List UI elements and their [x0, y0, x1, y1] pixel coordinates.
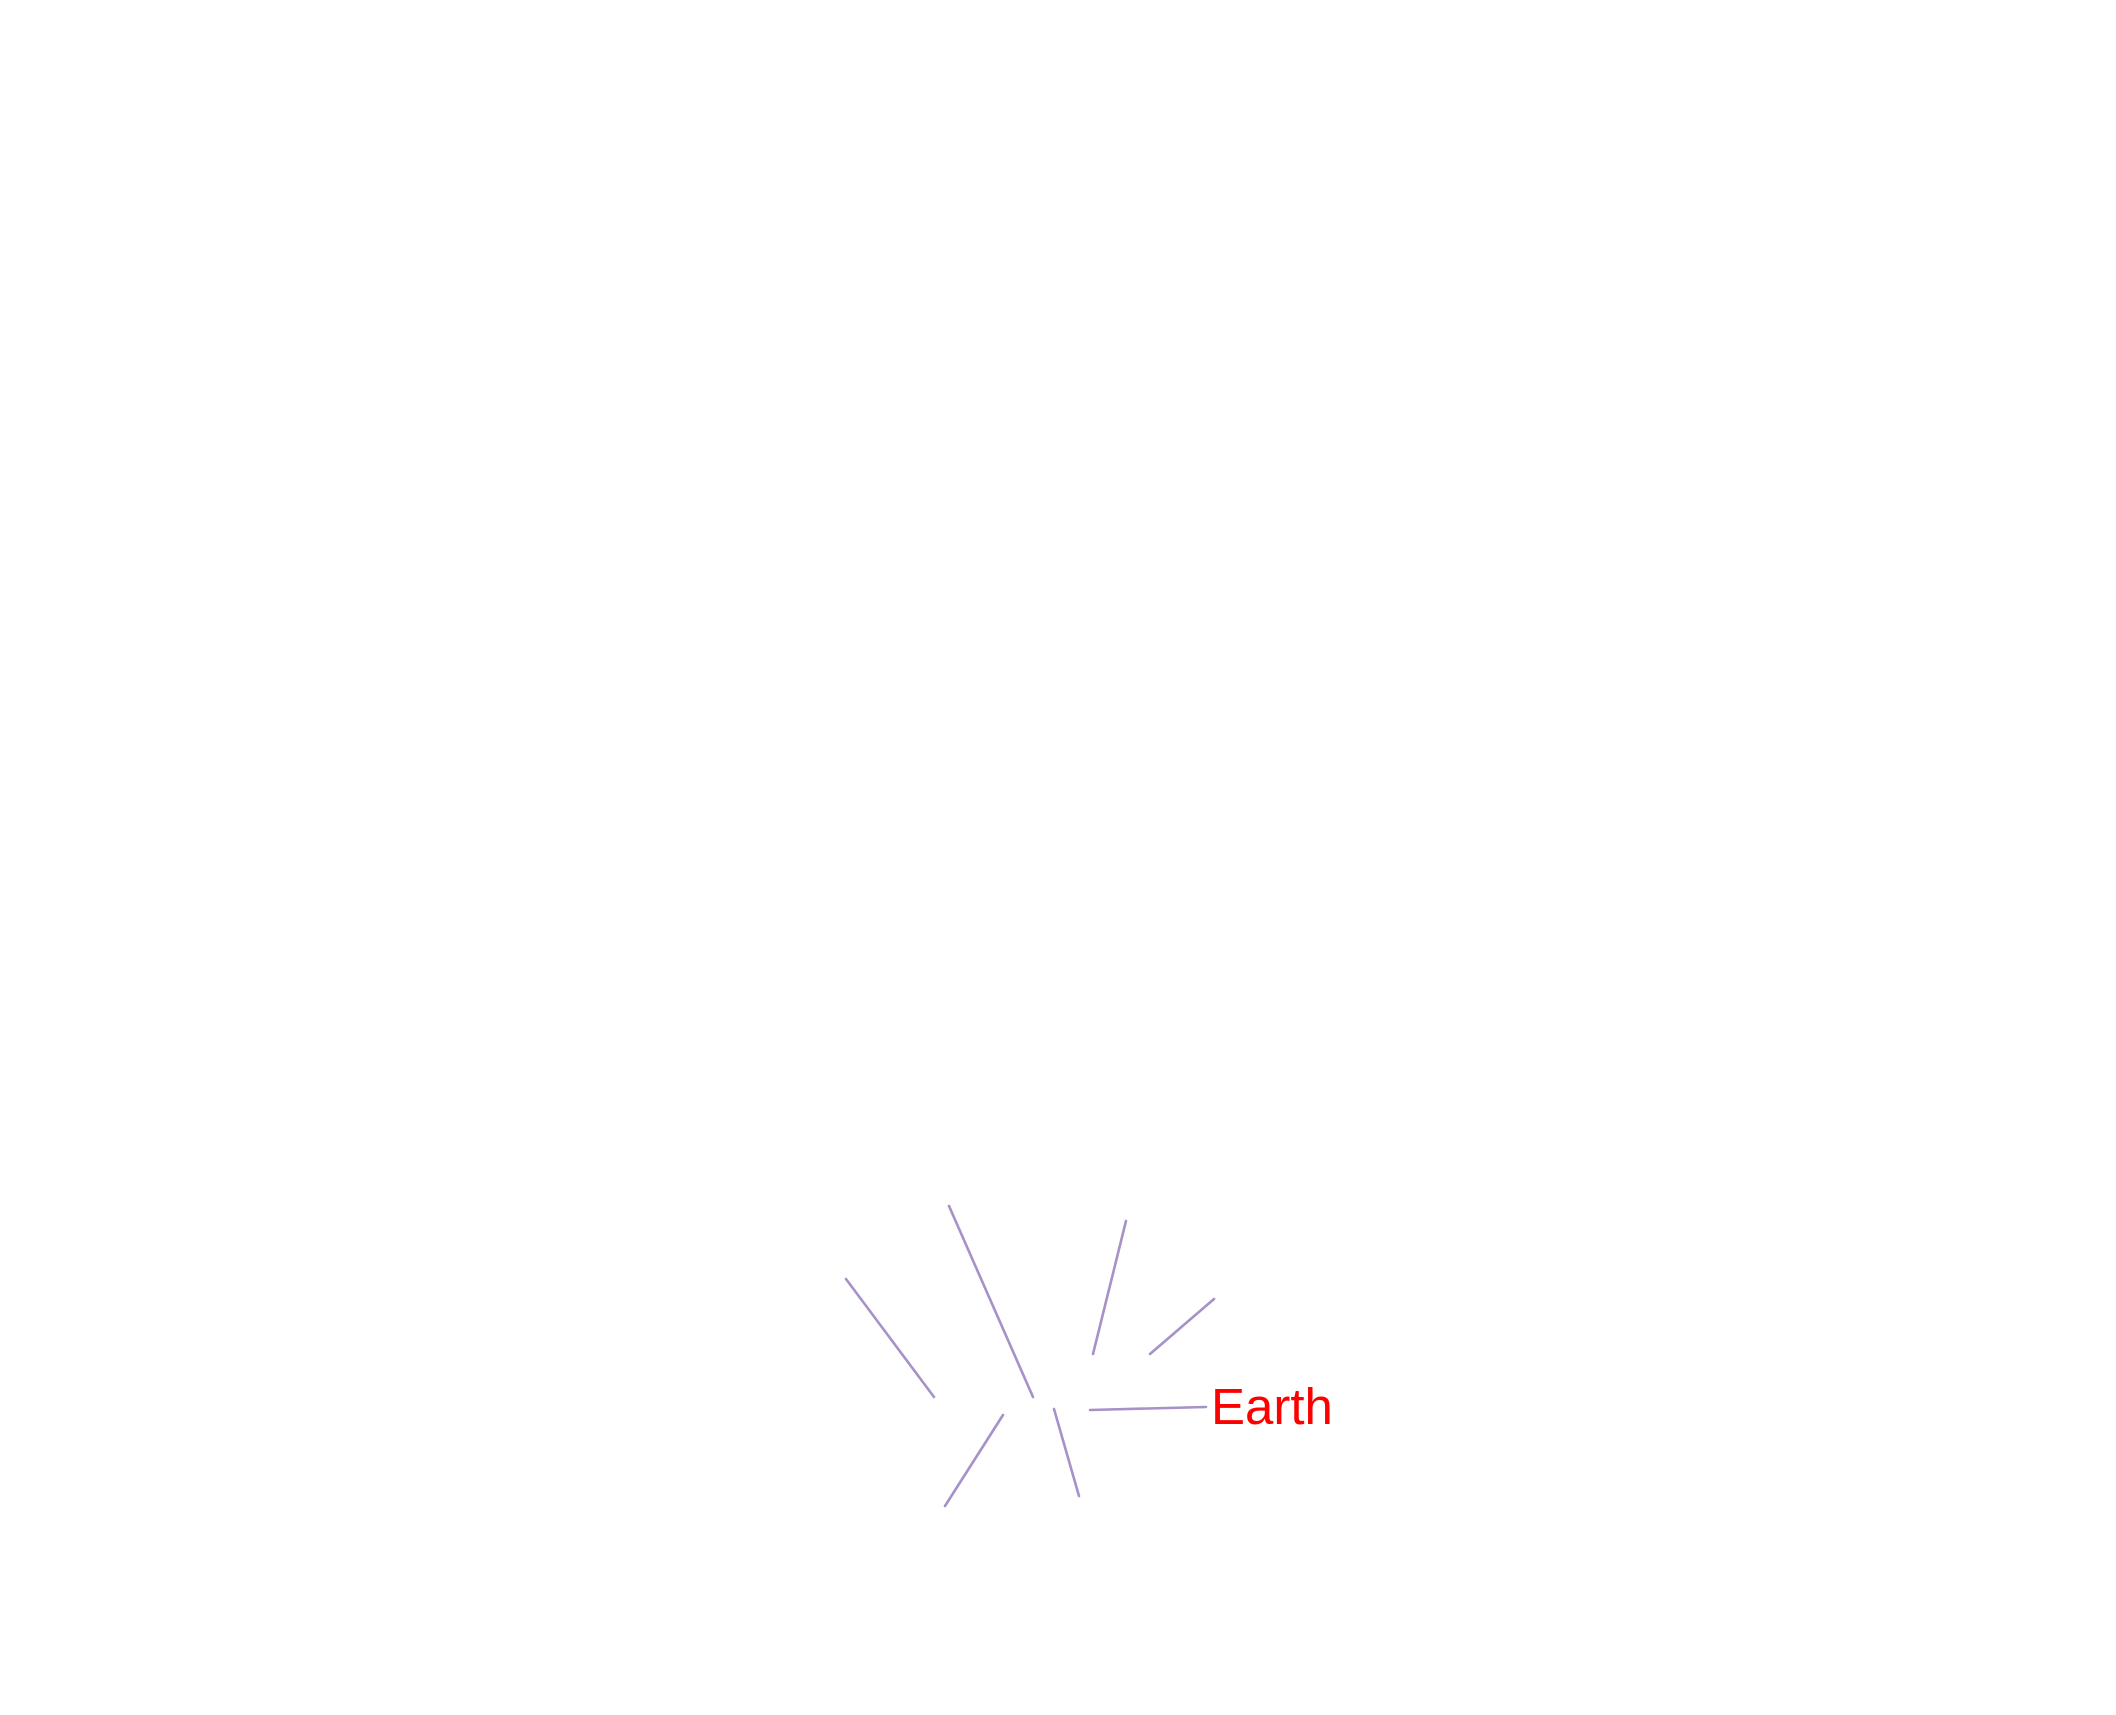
earth-label: Earth	[1211, 1378, 1333, 1435]
ray-line-upper-left	[844, 1277, 936, 1399]
ray-line-top-right	[1091, 1219, 1128, 1356]
ray-line-bottom-right	[1052, 1407, 1081, 1498]
ray-line-bottom-left	[943, 1413, 1005, 1508]
ray-line-upper-right	[1148, 1297, 1216, 1356]
ray-line-pointer-to-earth	[1088, 1405, 1208, 1412]
ray-line-top-left	[947, 1204, 1035, 1399]
